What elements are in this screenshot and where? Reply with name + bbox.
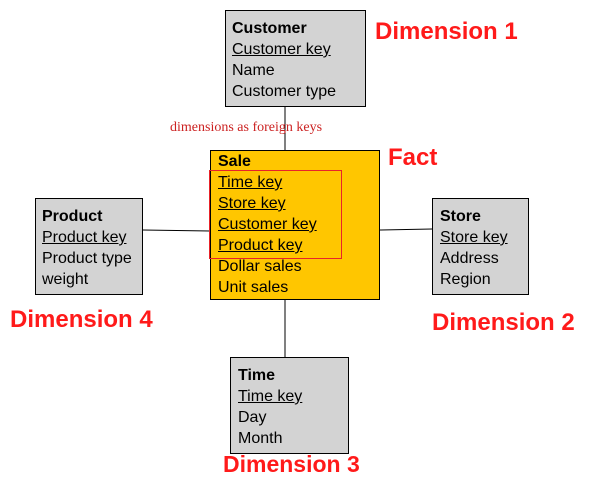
store-attr: Region bbox=[440, 271, 491, 288]
sale-measure: Unit sales bbox=[218, 279, 289, 296]
customer-key: Customer key bbox=[232, 41, 331, 58]
sale-foreign-key: Store key bbox=[218, 195, 286, 212]
sale-foreign-key: Customer key bbox=[218, 216, 317, 233]
store-dimension-box: Store Store key Address Region bbox=[432, 198, 529, 295]
foreign-keys-highlight bbox=[209, 170, 342, 259]
dimension-4-label: Dimension 4 bbox=[10, 306, 153, 333]
sale-title: Sale bbox=[218, 153, 251, 170]
sale-fact-box: Sale Time key Store key Customer key Pro… bbox=[210, 150, 380, 300]
store-title: Store bbox=[440, 208, 481, 225]
time-dimension-box: Time Time key Day Month bbox=[230, 357, 349, 454]
time-key: Time key bbox=[238, 388, 303, 405]
store-key: Store key bbox=[440, 229, 508, 246]
dimension-3-label: Dimension 3 bbox=[223, 451, 360, 477]
connector-store-sale bbox=[379, 228, 433, 231]
dimension-1-label: Dimension 1 bbox=[375, 18, 518, 45]
dimension-2-label: Dimension 2 bbox=[432, 309, 575, 336]
customer-title: Customer bbox=[232, 20, 307, 37]
foreign-keys-annotation: dimensions as foreign keys bbox=[170, 120, 323, 135]
product-key: Product key bbox=[42, 229, 127, 246]
product-title: Product bbox=[42, 208, 103, 225]
time-title: Time bbox=[238, 367, 276, 384]
customer-attr: Name bbox=[232, 62, 275, 79]
store-attr: Address bbox=[440, 250, 499, 267]
time-attr: Month bbox=[238, 430, 283, 447]
connector-product-sale bbox=[142, 229, 211, 232]
customer-attr: Customer type bbox=[232, 83, 337, 100]
sale-foreign-key: Product key bbox=[218, 237, 303, 254]
product-attr: Product type bbox=[42, 250, 132, 267]
product-attr: weight bbox=[42, 271, 89, 288]
time-attr: Day bbox=[238, 409, 267, 426]
fact-label: Fact bbox=[388, 144, 438, 171]
product-dimension-box: Product Product key Product type weight bbox=[35, 198, 143, 295]
sale-foreign-key: Time key bbox=[218, 174, 283, 191]
sale-measure: Dollar sales bbox=[218, 258, 302, 275]
customer-dimension-box: Customer Customer key Name Customer type bbox=[225, 10, 366, 107]
